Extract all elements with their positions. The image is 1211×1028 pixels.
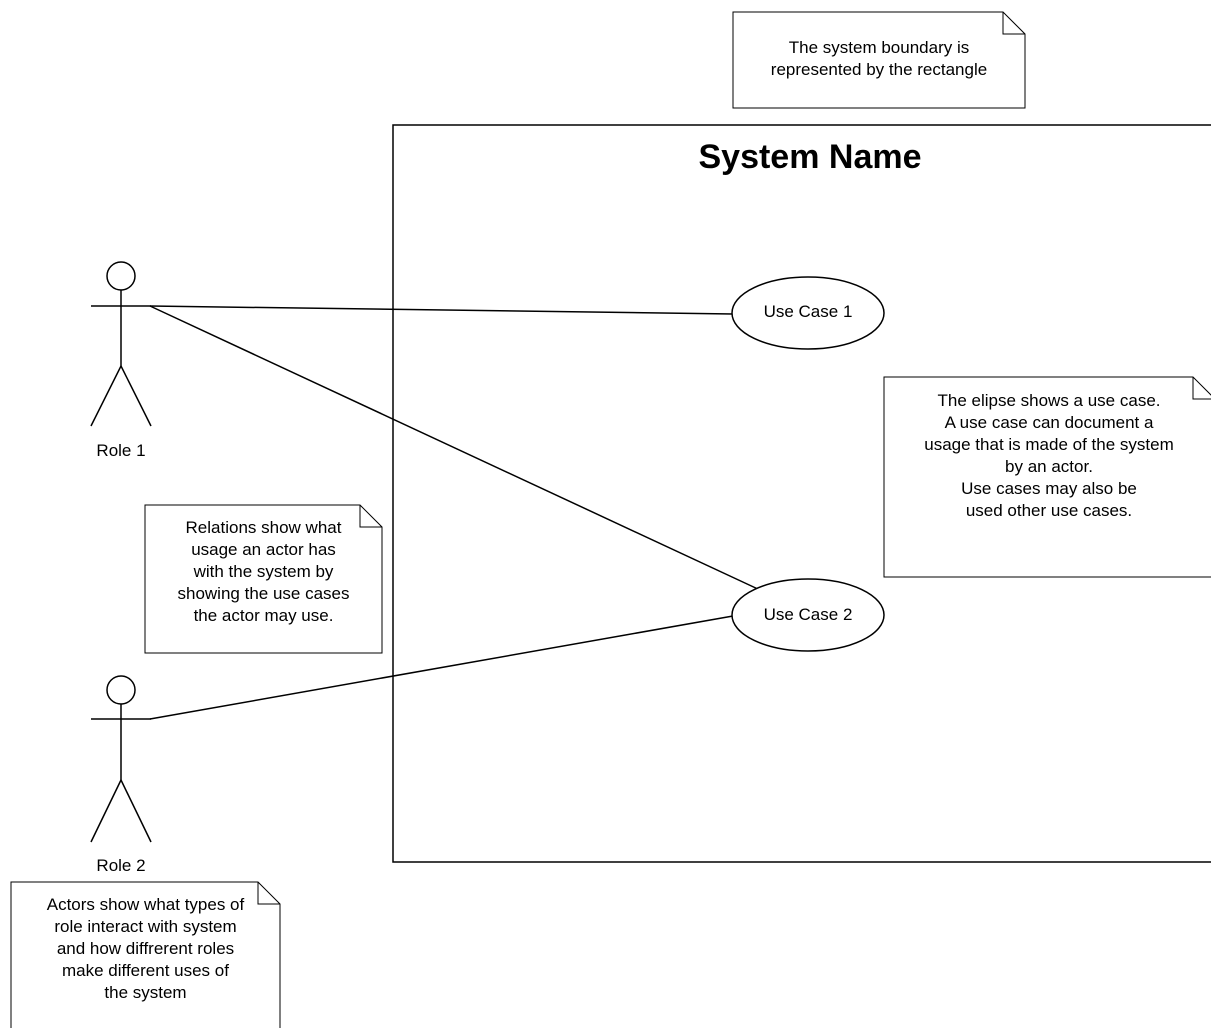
use-case-2-label: Use Case 2 <box>763 605 853 624</box>
note-relations-shape <box>144 504 383 654</box>
note-boundary-text: The system boundary is represented by th… <box>733 37 1025 81</box>
association-role1-usecase1 <box>149 305 734 315</box>
note-line: role interact with system <box>54 917 237 936</box>
note-line: usage an actor has <box>191 540 336 559</box>
association-role2-usecase2 <box>149 615 734 720</box>
note-line: and how diffrerent roles <box>56 939 235 958</box>
note-line: Use cases may also be <box>961 479 1137 498</box>
actor-role-2-label: Role 2 <box>96 856 146 875</box>
note-use-case-shape <box>883 376 1211 578</box>
system-name: System Name <box>698 138 922 176</box>
note-line: the actor may use. <box>193 606 334 625</box>
use-case-1-label: Use Case 1 <box>763 302 853 321</box>
note-line: with the system by <box>193 562 334 581</box>
use-case-1-ellipse[interactable] <box>731 276 885 350</box>
note-boundary-shape <box>732 11 1026 109</box>
note-line: usage that is made of the system <box>924 435 1174 454</box>
note-line: A use case can document a <box>944 413 1154 432</box>
note-line: represented by the rectangle <box>770 60 988 79</box>
note-line: Actors show what types of <box>46 895 245 914</box>
actor-role-1-label: Role 1 <box>96 441 146 460</box>
note-line: by an actor. <box>1005 457 1093 476</box>
note-line: showing the use cases <box>177 584 350 603</box>
note-line: The elipse shows a use case. <box>937 391 1161 410</box>
association-role1-usecase2 <box>149 305 761 591</box>
actor-role-2-figure[interactable] <box>90 675 152 843</box>
note-line: Relations show what <box>185 518 342 537</box>
use-case-2-ellipse[interactable] <box>731 578 885 652</box>
note-line: the system <box>104 983 187 1002</box>
note-use-case-text: The elipse shows a use case. A use case … <box>884 390 1211 522</box>
note-line: make different uses of <box>62 961 229 980</box>
note-relations-text: Relations show what usage an actor has w… <box>145 517 382 627</box>
note-line: The system boundary is <box>788 38 970 57</box>
actor-role-1-figure[interactable] <box>90 261 152 427</box>
note-actors-text: Actors show what types of role interact … <box>11 894 280 1004</box>
system-boundary <box>392 124 1211 863</box>
note-line: used other use cases. <box>965 501 1133 520</box>
note-actors-shape <box>10 881 281 1028</box>
